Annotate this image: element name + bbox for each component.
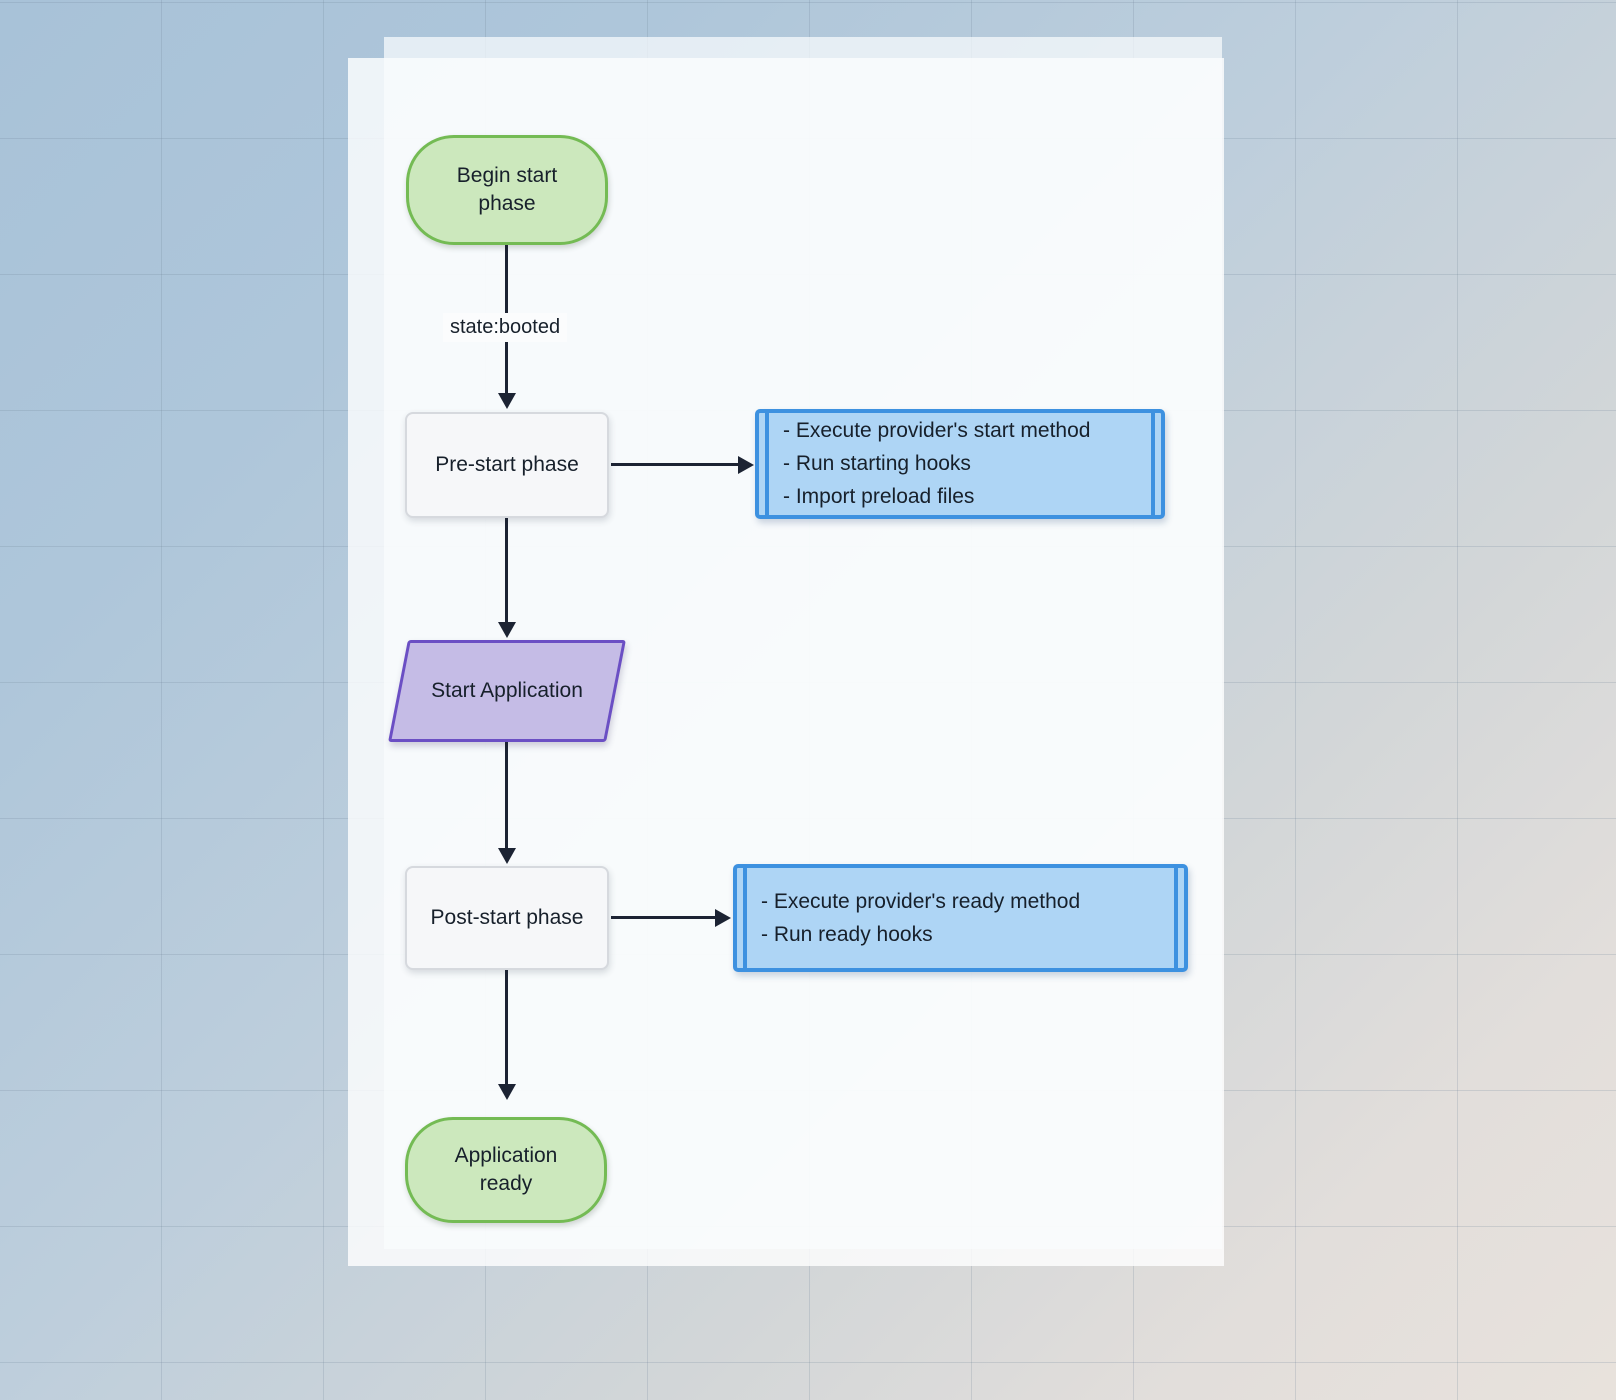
node-start-details-item-2: - Import preload files <box>783 484 975 508</box>
node-pre-start-phase-label: Pre-start phase <box>435 453 579 477</box>
node-application-ready[interactable]: Application ready <box>405 1117 607 1223</box>
edge-prestart-to-startdetails-arrowhead <box>738 456 754 474</box>
edge-prestart-to-startdetails-line <box>611 463 742 466</box>
node-post-start-phase[interactable]: Post-start phase <box>405 866 609 970</box>
edge-prestart-to-startapp-arrowhead <box>498 622 516 638</box>
edge-label-state-booted: state:booted <box>443 313 568 342</box>
node-start-application[interactable]: Start Application <box>388 640 626 742</box>
node-application-ready-line1: Application <box>454 1144 558 1168</box>
node-ready-details[interactable]: - Execute provider's ready method - Run … <box>733 864 1188 972</box>
edge-poststart-to-readydetails-arrowhead <box>715 909 731 927</box>
node-start-details-item-1: - Run starting hooks <box>783 452 971 476</box>
node-start-details-list: - Execute provider's start method - Run … <box>783 413 1137 515</box>
node-ready-details-item-1: - Run ready hooks <box>761 922 933 946</box>
edge-prestart-to-startapp-line <box>505 518 508 626</box>
node-pre-start-phase[interactable]: Pre-start phase <box>405 412 609 518</box>
node-post-start-phase-label: Post-start phase <box>430 906 584 930</box>
edge-begin-to-prestart-arrowhead <box>498 393 516 409</box>
node-ready-details-item-0: - Execute provider's ready method <box>761 889 1081 913</box>
edge-poststart-to-readydetails-line <box>611 916 719 919</box>
node-begin-start-phase-line1: Begin start <box>456 164 558 188</box>
edge-poststart-to-ready-line <box>505 970 508 1088</box>
edge-poststart-to-ready-arrowhead <box>498 1084 516 1100</box>
node-start-details[interactable]: - Execute provider's start method - Run … <box>755 409 1165 519</box>
edge-startapp-to-poststart-arrowhead <box>498 848 516 864</box>
node-begin-start-phase[interactable]: Begin start phase <box>406 135 608 245</box>
node-ready-details-list: - Execute provider's ready method - Run … <box>761 868 1160 968</box>
node-start-details-item-0: - Execute provider's start method <box>783 419 1091 443</box>
node-begin-start-phase-line2: phase <box>478 192 536 215</box>
node-application-ready-line2: ready <box>479 1172 533 1195</box>
edge-startapp-to-poststart-line <box>505 742 508 854</box>
node-start-application-label: Start Application <box>431 679 583 702</box>
